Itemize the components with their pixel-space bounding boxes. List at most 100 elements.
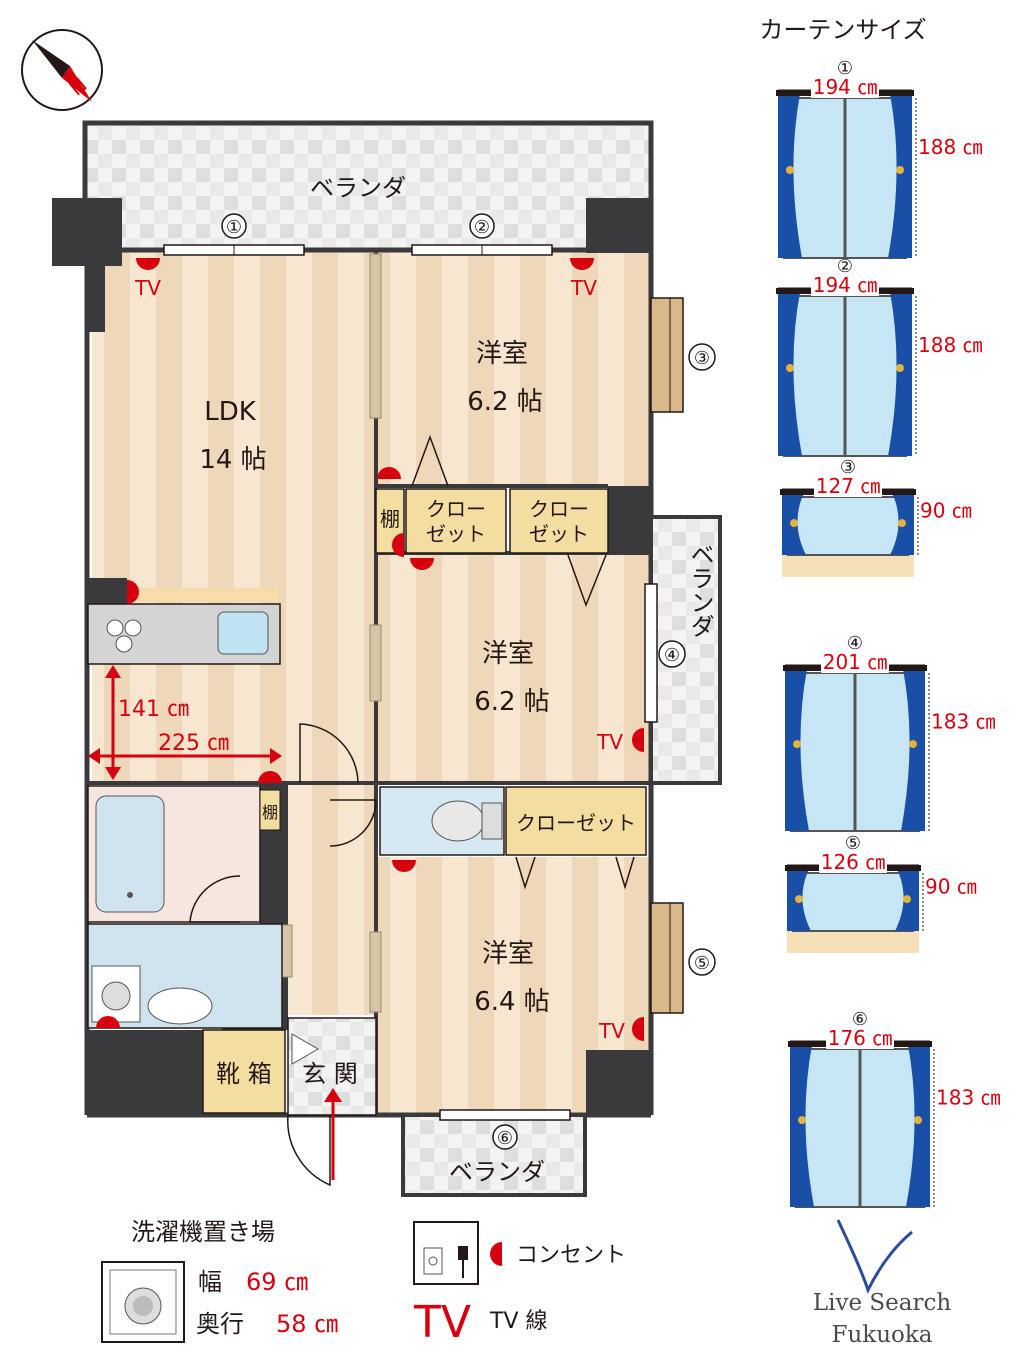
shoe-box: 靴 箱	[202, 1029, 286, 1114]
washer-depth-label: 奥行	[196, 1310, 244, 1338]
brand-line-2: Fukuoka	[831, 1322, 932, 1348]
label-backing	[811, 76, 879, 98]
svg-text:クロー: クロー	[529, 497, 589, 521]
entrance: 玄 関	[287, 1017, 377, 1180]
svg-text:⑤: ⑤	[694, 953, 710, 974]
tv-label-room2: TV	[596, 730, 623, 754]
curtain-width-label: 194 ㎝	[813, 75, 878, 99]
washer-width-label: 幅	[198, 1268, 222, 1296]
western-room-2-floor	[376, 553, 650, 783]
dimension-lines	[88, 665, 282, 780]
brand-line-1: Live Search	[813, 1290, 952, 1316]
bathroom	[87, 785, 261, 923]
tieback	[898, 519, 906, 528]
veranda-side: ④ ベランダ	[644, 515, 722, 785]
svg-text:③: ③	[694, 348, 710, 369]
shelf-top: 棚	[375, 488, 405, 554]
toilet	[379, 786, 505, 856]
western-room-1-name: 洋室	[476, 339, 528, 369]
closet-a: クロー ゼット	[405, 488, 507, 554]
svg-text:クローゼット: クローゼット	[516, 811, 636, 835]
veranda-top-label: ベランダ	[310, 174, 406, 202]
veranda-bottom: ⑥ ベランダ	[401, 1109, 587, 1197]
label-backing	[821, 651, 889, 673]
shelf-bottom: 棚	[259, 789, 281, 831]
tv-legend-symbol: TV	[413, 1297, 471, 1348]
curtain-height-label: 188 ㎝	[918, 135, 983, 159]
curtain-right	[888, 94, 912, 258]
label-backing	[814, 475, 882, 497]
curtain-right	[906, 1045, 930, 1207]
hallway-floor	[288, 785, 376, 1015]
svg-text:棚: 棚	[262, 803, 278, 822]
western-room-2-size: 6.2 帖	[474, 687, 550, 717]
window-2: ②	[411, 213, 553, 256]
tieback	[790, 519, 798, 528]
brand-logo-icon	[836, 1219, 913, 1294]
curtain-number: ⑥	[852, 1009, 868, 1030]
closet-c: クローゼット	[505, 786, 647, 856]
tieback	[896, 364, 904, 372]
tv-label-room3: TV	[598, 1019, 625, 1043]
svg-text:⑥: ⑥	[497, 1128, 513, 1149]
tieback	[903, 895, 911, 904]
label-backing	[819, 851, 887, 873]
washer-title: 洗濯機置き場	[131, 1218, 275, 1246]
curtain-left	[778, 292, 802, 456]
curtain-height-label: 90 ㎝	[920, 498, 972, 522]
tieback	[909, 740, 917, 749]
veranda-side-label: ベランダ	[686, 542, 714, 638]
tv-legend-label: TV 線	[489, 1309, 547, 1334]
curtain-height-label: 183 ㎝	[936, 1085, 1001, 1109]
svg-text:ゼット: ゼット	[529, 522, 589, 546]
svg-text:①: ①	[226, 217, 242, 238]
western-room-3-name: 洋室	[482, 939, 534, 969]
curtain-width-label: 194 ㎝	[813, 273, 878, 297]
closet-b: クロー ゼット	[509, 488, 609, 554]
svg-text:靴 箱: 靴 箱	[216, 1060, 272, 1088]
window-3: ③	[650, 297, 716, 413]
window-5: ⑤	[650, 902, 716, 1014]
svg-text:クロー: クロー	[426, 497, 486, 521]
tv-label-ldk: TV	[134, 276, 161, 300]
curtain-width-label: 126 ㎝	[821, 850, 886, 874]
curtain-width-label: 176 ㎝	[828, 1026, 893, 1050]
washer-icon	[101, 1261, 185, 1343]
curtain-height-label: 183 ㎝	[931, 709, 996, 733]
window-glass	[792, 872, 914, 932]
window-glass	[787, 496, 909, 556]
curtain-width-label: 201 ㎝	[823, 650, 888, 674]
curtain-number: ④	[847, 633, 863, 654]
curtain-left	[778, 94, 802, 258]
tieback	[798, 1116, 806, 1125]
washroom	[87, 923, 283, 1029]
curtain-right	[888, 292, 912, 456]
ldk-floor	[92, 250, 376, 783]
tieback	[795, 895, 803, 904]
curtain-height-label: 90 ㎝	[925, 874, 977, 898]
washer-depth-value: 58 ㎝	[276, 1310, 338, 1338]
svg-text:ゼット: ゼット	[426, 522, 486, 546]
curtain-number: ⑤	[845, 833, 861, 854]
curtain-height-label: 188 ㎝	[918, 333, 983, 357]
compass-icon: N	[21, 29, 103, 111]
curtain-section-title: カーテンサイズ	[759, 16, 926, 44]
tv-label-room1: TV	[570, 276, 597, 300]
label-backing	[826, 1027, 894, 1049]
kitchen-counter	[87, 588, 281, 665]
tieback	[786, 364, 794, 372]
svg-text:棚: 棚	[380, 507, 400, 531]
dimension-width-label: 225 ㎝	[158, 731, 229, 756]
western-room-2-name: 洋室	[482, 639, 534, 669]
outlet-legend-icon	[413, 1221, 502, 1285]
tieback	[793, 740, 801, 749]
dimension-height-label: 141 ㎝	[118, 697, 189, 722]
doors	[189, 723, 377, 1187]
